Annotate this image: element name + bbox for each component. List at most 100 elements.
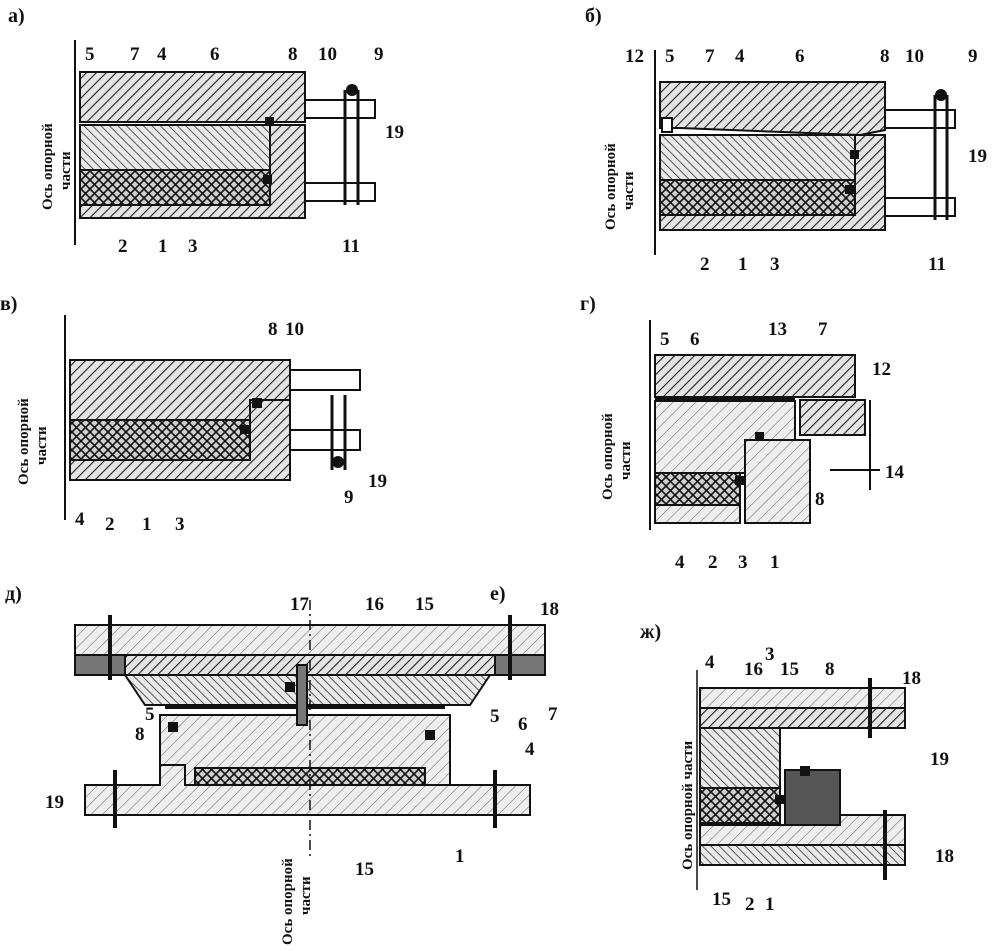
- callout: 19: [368, 471, 387, 492]
- callout: 15: [355, 859, 374, 880]
- side-block: [799, 399, 866, 436]
- pot-housing: [744, 439, 811, 524]
- callout: 18: [935, 846, 954, 867]
- callout: 5: [660, 329, 670, 350]
- panel-label-v: в): [0, 293, 17, 315]
- callout: 10: [905, 46, 924, 67]
- callouts-zh: 4 16 3 15 8 18 19 18 15 2 1: [705, 644, 954, 915]
- callout: 19: [968, 146, 987, 167]
- callout: 8: [825, 659, 835, 680]
- callout: 13: [768, 319, 787, 340]
- piston: [79, 124, 271, 171]
- callout: 17: [290, 594, 310, 615]
- axis-label-line1: Ось опорной: [603, 143, 619, 230]
- callout: 11: [342, 236, 360, 257]
- upper-bracket: [304, 99, 376, 119]
- top-plate: [654, 354, 856, 398]
- callout: 2: [745, 894, 755, 915]
- panel-a: а) Ось опорной части 5 7 4 6 8 10 9 19 2…: [8, 5, 404, 257]
- lower-bracket: [289, 429, 361, 451]
- callout: 1: [765, 894, 775, 915]
- axis-label-line2: части: [621, 171, 637, 210]
- callout: 9: [344, 487, 354, 508]
- seal-ring: [800, 766, 810, 776]
- base-plate: [654, 504, 741, 524]
- callout: 4: [525, 739, 535, 760]
- callout: 3: [770, 254, 780, 275]
- seal-ring: [425, 730, 435, 740]
- seal-ring: [755, 432, 764, 441]
- top-plate: [79, 71, 306, 123]
- seal-ring: [252, 398, 262, 408]
- elastomer-layer: [69, 419, 251, 461]
- axis-label-line1: Ось опорной: [280, 858, 296, 945]
- callout: 8: [135, 724, 145, 745]
- base-plate: [699, 844, 906, 866]
- callout: 15: [415, 594, 434, 615]
- callout: 6: [210, 44, 220, 65]
- anchor-block: [494, 654, 546, 676]
- panel-g: г) Ось опорной части 5 6 13 7 12 14 8 4 …: [580, 293, 905, 573]
- elastomer-layer: [699, 787, 781, 824]
- pot-housing: [69, 399, 291, 481]
- callout: 16: [744, 659, 763, 680]
- pot-housing: [659, 134, 886, 231]
- callout: 9: [374, 44, 384, 65]
- seal-ring-lower: [845, 185, 854, 194]
- axis-label-line1: Ось опорной: [16, 398, 32, 485]
- callout: 19: [45, 792, 64, 813]
- sliding-sheet: [655, 397, 795, 401]
- axis-label-line1: Ось опорной: [40, 123, 56, 210]
- callout: 10: [318, 44, 337, 65]
- seal-ring-lower: [240, 425, 249, 434]
- axis-label-line2: части: [298, 876, 314, 915]
- seal-ring-lower: [263, 175, 272, 184]
- callout: 2: [700, 254, 710, 275]
- callout: 19: [385, 122, 404, 143]
- callout: 18: [902, 668, 921, 689]
- panel-d: д) е) Ось опорной части 17 16 15 18 5 5 …: [5, 583, 559, 945]
- callouts-b: 12 5 7 4 6 8 10 9 19 2 1 3 11: [625, 46, 987, 275]
- seal-ring-lower: [775, 795, 784, 804]
- callout: 19: [930, 749, 949, 770]
- pot-housing: [79, 124, 306, 219]
- callouts-d: 17 16 15 18 5 5 6 7 8 4 19 1 15: [45, 594, 559, 880]
- axis-label-line2: части: [58, 151, 74, 190]
- panel-label-d: д): [5, 583, 22, 605]
- panel-label-b: б): [585, 5, 602, 27]
- elastomer-layer: [659, 179, 856, 216]
- callout: 1: [142, 514, 152, 535]
- nut: [332, 456, 344, 468]
- callout: 14: [885, 462, 905, 483]
- callouts-a: 5 7 4 6 8 10 9 19 2 1 3 11: [85, 44, 404, 257]
- callout: 7: [818, 319, 828, 340]
- callout: 6: [795, 46, 805, 67]
- callout: 11: [928, 254, 946, 275]
- callout: 5: [145, 704, 155, 725]
- callout: 8: [268, 319, 278, 340]
- panel-label-a: а): [8, 5, 25, 27]
- callout: 8: [815, 489, 825, 510]
- panel-v: в) Ось опорной части 8 10 19 9 4 2 1 3: [0, 293, 387, 535]
- callout: 1: [738, 254, 748, 275]
- axis-label-line2: части: [618, 441, 634, 480]
- seal-ring: [168, 722, 178, 732]
- seal-ring: [285, 682, 295, 692]
- callout: 4: [75, 509, 85, 530]
- upper-bracket: [289, 369, 361, 391]
- axis-label: Ось опорной части: [680, 740, 696, 870]
- axis-label-line1: Ось опорной: [600, 413, 616, 500]
- callout: 5: [85, 44, 95, 65]
- seal-ring: [850, 150, 859, 159]
- callout: 16: [365, 594, 384, 615]
- callout: 2: [105, 514, 115, 535]
- panel-label-zh: ж): [640, 621, 661, 643]
- callout: 4: [705, 652, 715, 673]
- callout: 4: [157, 44, 167, 65]
- callout: 3: [738, 552, 748, 573]
- anchor-block: [74, 654, 126, 676]
- top-plate: [699, 687, 906, 709]
- seal-ring: [265, 117, 274, 126]
- callout: 3: [175, 514, 185, 535]
- callout: 9: [968, 46, 978, 67]
